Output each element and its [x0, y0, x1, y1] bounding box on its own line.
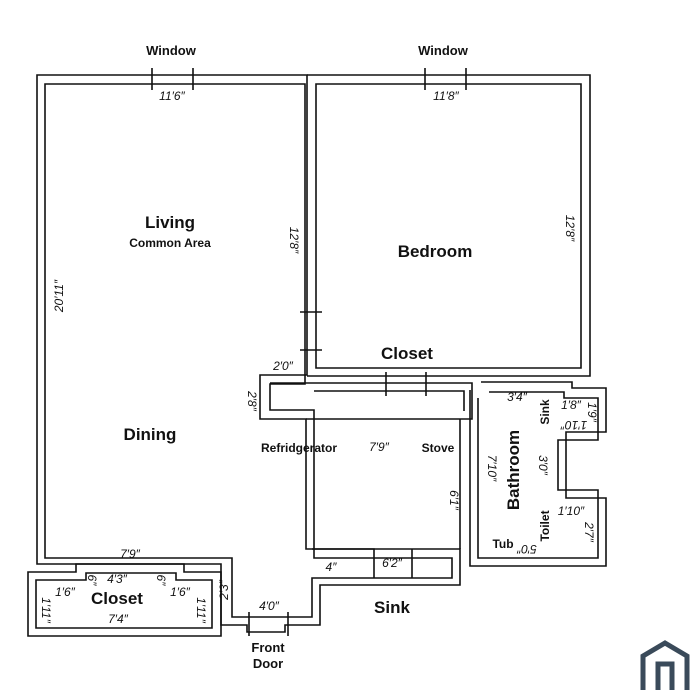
dim-living-height: 20′11″	[52, 279, 66, 313]
toilet-label: Toilet	[538, 510, 552, 541]
bottom-closet-inner	[35, 572, 213, 629]
house-outline-icon	[640, 640, 690, 690]
dim-bath-1-10-bottom: 1′10″	[558, 504, 585, 518]
dim-living-partition: 12′8″	[287, 227, 301, 254]
dim-closet-1-11-left: 1′11″	[39, 597, 53, 623]
dim-closet-6-left: 6″	[85, 575, 99, 587]
dim-bath-1-10-top: 1′10″	[560, 418, 587, 432]
front-label: Front	[251, 640, 285, 655]
kitchen-sink-label: Sink	[374, 598, 410, 617]
dim-kitchen-4: 4″	[326, 560, 338, 574]
dim-dining-7-9: 7′9″	[120, 547, 141, 561]
dim-closet-1-11-right: 1′11″	[194, 597, 208, 623]
bedroom-label: Bedroom	[398, 242, 473, 261]
living-inner-wall	[44, 83, 453, 618]
sink-counter	[312, 548, 413, 578]
dim-bath-3-0: 3′0″	[536, 455, 550, 476]
dining-label: Dining	[124, 425, 177, 444]
dim-closet-7-4: 7′4″	[108, 612, 129, 626]
dim-closet-1-6-right: 1′6″	[170, 585, 191, 599]
closet-label-top: Closet	[381, 344, 433, 363]
common-area-label: Common Area	[129, 236, 211, 250]
dim-bedroom-width: 11′8″	[433, 89, 459, 103]
dim-bath-1-8: 1′8″	[561, 398, 582, 412]
dim-kitchen-6-1: 6′1″	[447, 490, 461, 511]
window-label-left: Window	[146, 43, 197, 58]
refrigerator-label: Refridgerator	[261, 441, 337, 455]
dim-kitchen-7-9: 7′9″	[369, 440, 390, 454]
dim-entry-2-0: 2′0″	[272, 359, 294, 373]
bedroom-inner-wall	[315, 83, 582, 369]
bottom-closet-outer	[27, 563, 222, 637]
dim-closet-depth: 2′8″	[245, 390, 259, 412]
stove-label: Stove	[422, 441, 455, 455]
closet-label-bottom: Closet	[91, 589, 143, 608]
tub-label: Tub	[492, 537, 513, 551]
dim-bath-7-10: 7′10″	[485, 455, 499, 482]
bathroom-outer-wall	[469, 381, 607, 567]
bathroom-inner-wall	[477, 391, 599, 559]
dim-sink-6-2: 6′2″	[382, 556, 403, 570]
dim-closet-6-right: 6″	[154, 575, 168, 587]
walls	[27, 74, 607, 637]
dim-living-width: 11′6″	[159, 89, 185, 103]
dim-closet-4-3: 4′3″	[107, 572, 128, 586]
dim-bath-1-9: 1′9″	[585, 402, 599, 423]
dim-door-4-0: 4′0″	[259, 599, 280, 613]
dim-bath-3-4: 3′4″	[507, 390, 528, 404]
living-label: Living	[145, 213, 195, 232]
bath-sink-label: Sink	[538, 399, 552, 425]
bedroom-outer-wall	[307, 74, 591, 377]
hall-closet-wall	[270, 382, 473, 420]
hall-closet-inner	[314, 390, 465, 411]
opening-ticks	[151, 68, 467, 636]
dim-bedroom-height: 12′8″	[563, 215, 577, 242]
bathroom-label: Bathroom	[504, 430, 523, 510]
dim-closet-1-6-left: 1′6″	[55, 585, 76, 599]
dim-entry-2-3: 2′3″	[217, 579, 231, 601]
window-label-right: Window	[418, 43, 469, 58]
dim-bath-5-0: 5′0″	[516, 542, 537, 556]
dim-bath-2-7: 2′7″	[582, 521, 596, 543]
door-label: Door	[253, 656, 283, 671]
